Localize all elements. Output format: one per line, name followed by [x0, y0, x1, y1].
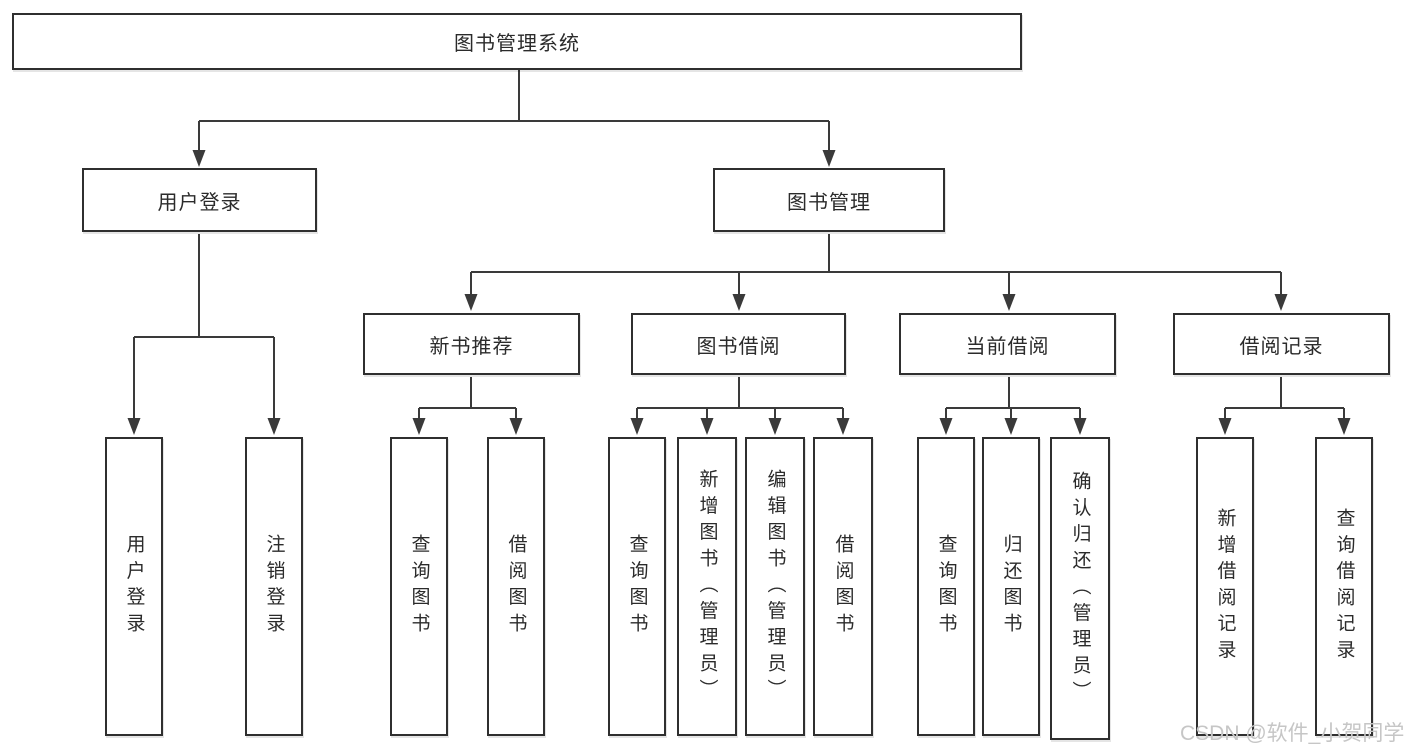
- leaf-newrec-borrow-books: 借阅图书: [487, 437, 545, 736]
- arrowhead-icon: [464, 294, 478, 311]
- arrowhead-icon: [630, 418, 644, 435]
- leaf-current-confirm-return-admin: 确认归还（管理员）: [1050, 437, 1110, 740]
- leaf-current-return-books: 归还图书: [982, 437, 1040, 736]
- leaf-label: 用户登录: [123, 534, 145, 639]
- leaf-borrow-edit-books-admin: 编辑图书（管理员）: [745, 437, 805, 736]
- arrowhead-icon: [1073, 418, 1087, 435]
- leaf-records-query-record: 查询借阅记录: [1315, 437, 1373, 736]
- node-current-borrowing: 当前借阅: [899, 313, 1116, 375]
- leaf-borrow-query-books: 查询图书: [608, 437, 666, 736]
- arrowhead-icon: [1004, 418, 1018, 435]
- leaf-label: 查询图书: [935, 534, 957, 639]
- leaf-label: 借阅图书: [832, 534, 854, 639]
- leaf-newrec-query-books: 查询图书: [390, 437, 448, 736]
- arrowhead-icon: [836, 418, 850, 435]
- arrowhead-icon: [509, 418, 523, 435]
- arrowhead-icon: [1337, 418, 1351, 435]
- node-book-management: 图书管理: [713, 168, 945, 232]
- arrowhead-icon: [1218, 418, 1232, 435]
- node-new-book-recommend: 新书推荐: [363, 313, 580, 375]
- arrowhead-icon: [939, 418, 953, 435]
- node-library-system: 图书管理系统: [12, 13, 1022, 70]
- leaf-current-query-books: 查询图书: [917, 437, 975, 736]
- leaf-label: 新增借阅记录: [1214, 507, 1236, 666]
- leaf-label: 编辑图书（管理员）: [764, 468, 786, 705]
- csdn-watermark: CSDN @软件_小贺同学: [1180, 722, 1405, 745]
- arrowhead-icon: [267, 418, 281, 435]
- leaf-records-add-record: 新增借阅记录: [1196, 437, 1254, 736]
- arrowhead-icon: [1274, 294, 1288, 311]
- leaf-label: 新增图书（管理员）: [696, 468, 718, 705]
- arrowhead-icon: [412, 418, 426, 435]
- arrowhead-icon: [768, 418, 782, 435]
- leaf-label: 归还图书: [1000, 534, 1022, 639]
- arrowhead-icon: [732, 294, 746, 311]
- arrowhead-icon: [127, 418, 141, 435]
- arrowhead-icon: [700, 418, 714, 435]
- leaf-label: 查询图书: [408, 534, 430, 639]
- leaf-user-login: 用户登录: [105, 437, 163, 736]
- arrowhead-icon: [1002, 294, 1016, 311]
- node-user-login: 用户登录: [82, 168, 317, 232]
- arrowhead-icon: [822, 150, 836, 167]
- leaf-label: 注销登录: [263, 534, 285, 639]
- leaf-label: 确认归还（管理员）: [1069, 470, 1091, 707]
- leaf-borrow-borrow-books: 借阅图书: [813, 437, 873, 736]
- node-borrowing-records: 借阅记录: [1173, 313, 1390, 375]
- node-book-borrowing: 图书借阅: [631, 313, 846, 375]
- leaf-label: 查询图书: [626, 534, 648, 639]
- leaf-borrow-add-books-admin: 新增图书（管理员）: [677, 437, 737, 736]
- leaf-label: 查询借阅记录: [1333, 507, 1355, 666]
- leaf-logout: 注销登录: [245, 437, 303, 736]
- arrowhead-icon: [192, 150, 206, 167]
- leaf-label: 借阅图书: [505, 534, 527, 639]
